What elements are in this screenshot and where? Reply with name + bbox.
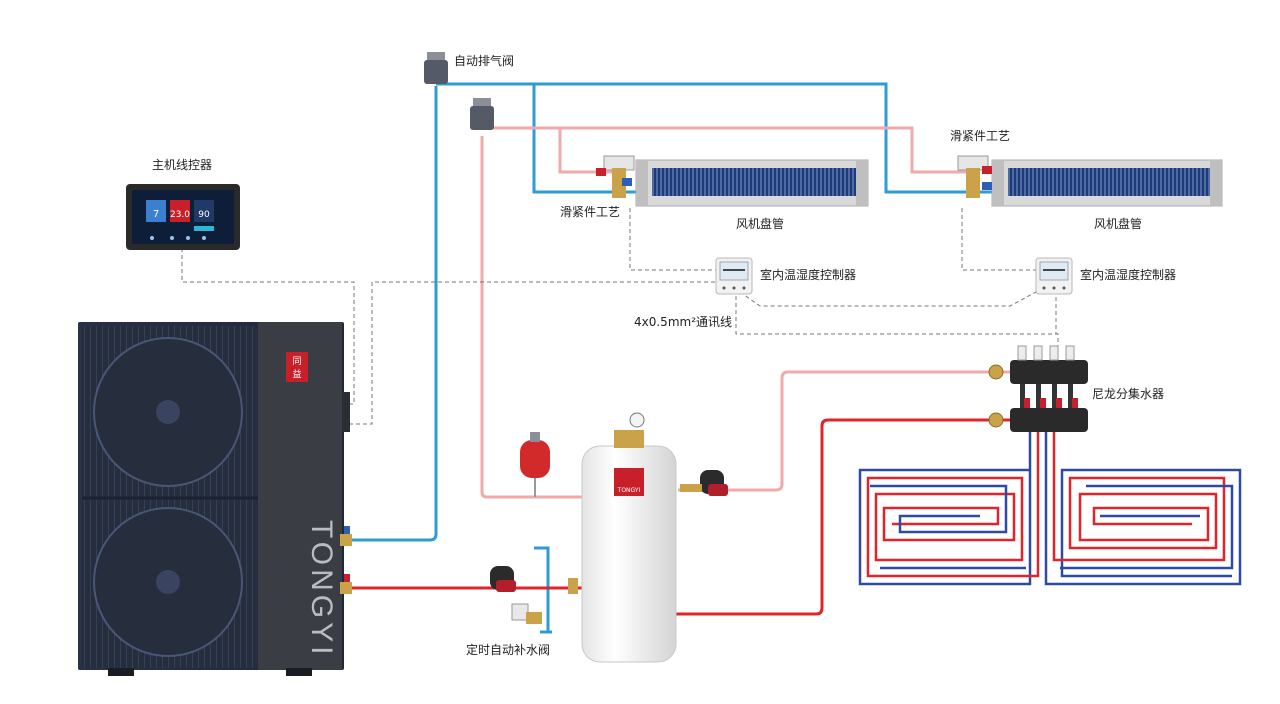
comm-wire-label: 4x0.5mm²通讯线 [634, 315, 732, 329]
controller-tile-3-value: 90 [198, 210, 210, 220]
expansion-vessel [520, 432, 550, 497]
brand-logo-char-1: 同 [292, 356, 301, 367]
fan-coil-unit-right [991, 159, 1223, 207]
controller-tile-1-value: 7 [153, 209, 159, 220]
return-pipes [480, 126, 1010, 499]
controller-tile-2 [170, 200, 190, 222]
thermostat-right [1035, 257, 1073, 295]
fan-coil-label-right: 风机盘管 [1094, 216, 1142, 231]
tank-brand-text: TONGYI [617, 487, 641, 494]
hot-supply-pipes [350, 418, 1010, 616]
slip-fit-valve-group-right [957, 155, 992, 198]
thermostat-label-right: 室内温湿度控制器 [1080, 267, 1176, 282]
controller-tile-2-value: 23.0 [170, 210, 190, 220]
tank-top-fitting [614, 430, 644, 448]
refill-valve-label: 定时自动补水阀 [466, 642, 550, 657]
hot-port-fitting [340, 582, 352, 594]
controller-label: 主机线控器 [152, 158, 212, 172]
controller-tile-1 [146, 200, 166, 222]
heat-pump-brand-vertical: TONGYI [305, 520, 338, 658]
tank-logo-badge [614, 468, 644, 496]
slip-fit-label-right: 滑紧件工艺 [950, 129, 1010, 143]
wired-controller: 7 23.0 90 [126, 184, 240, 250]
fan-coil-label-left: 风机盘管 [736, 216, 784, 231]
circulation-pump-upper [680, 470, 728, 496]
circulation-pump-lower [490, 566, 578, 594]
slip-fit-valve-group-left [596, 155, 635, 198]
cold-supply-pipes [350, 82, 1000, 592]
slip-fit-label-left: 滑紧件工艺 [560, 205, 620, 219]
thermostat-label-left: 室内温湿度控制器 [760, 267, 856, 282]
air-vent-label: 自动排气阀 [454, 53, 514, 68]
brand-logo-char-2: 益 [292, 368, 301, 380]
floor-heating-loop-right [1044, 430, 1242, 586]
auto-air-vent-top [424, 52, 448, 84]
pressure-gauge [629, 412, 645, 428]
controller-tile-3 [194, 200, 214, 222]
auto-refill-valve [511, 592, 552, 634]
floor-heating-loop-left [858, 430, 1040, 586]
cold-port-fitting [340, 534, 352, 546]
nylon-manifold [988, 345, 1088, 432]
communication-wires [181, 208, 1059, 425]
manifold-label: 尼龙分集水器 [1092, 386, 1164, 401]
brand-logo-badge [286, 352, 308, 382]
heat-pump-unit: 同 益 TONGYI [78, 322, 352, 676]
auto-air-vent-lower [470, 98, 494, 130]
buffer-tank: TONGYI [581, 412, 677, 663]
fan-coil-unit-left [635, 159, 869, 207]
thermostat-left [715, 257, 753, 295]
